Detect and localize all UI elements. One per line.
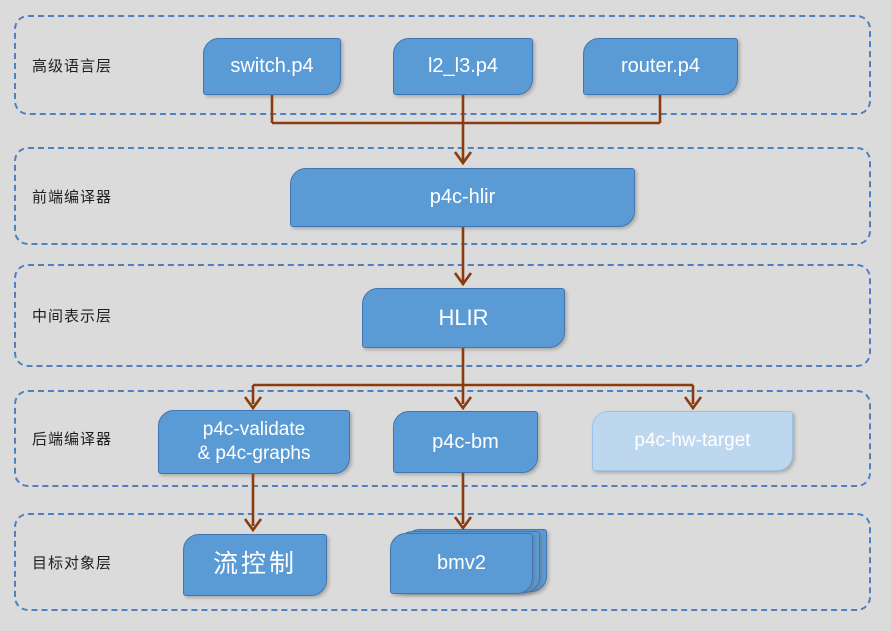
node-l2-l3-p4: l2_l3.p4 xyxy=(393,38,533,95)
node-router-p4: router.p4 xyxy=(583,38,738,95)
node-label: p4c-hw-target xyxy=(634,430,751,452)
layer-label: 前端编译器 xyxy=(32,188,113,206)
node-label: bmv2 xyxy=(437,552,486,574)
layer-label: 高级语言层 xyxy=(32,57,113,75)
node-label-line2: & p4c-graphs xyxy=(197,443,311,464)
node-p4c-hw-target: p4c-hw-target xyxy=(592,411,793,471)
node-p4c-bm: p4c-bm xyxy=(393,411,538,473)
node-label: p4c-hlir xyxy=(429,186,496,208)
node-bmv2: bmv2 xyxy=(390,533,533,594)
node-hlir: HLIR xyxy=(362,288,565,348)
layer-label: 中间表示层 xyxy=(32,308,113,325)
node-label: p4c-bm xyxy=(432,430,499,453)
node-label: HLIR xyxy=(438,305,489,331)
node-label: l2_l3.p4 xyxy=(427,55,499,77)
node-label: 流控制 xyxy=(212,550,297,579)
node-p4c-hlir: p4c-hlir xyxy=(290,168,635,227)
node-label: router.p4 xyxy=(621,55,700,77)
node-switch-p4: switch.p4 xyxy=(203,38,341,95)
node-p4c-validate-graphs: p4c-validate & p4c-graphs xyxy=(158,410,350,474)
node-flow-control: 流控制 xyxy=(183,534,327,596)
node-label-line1: p4c-validate xyxy=(202,419,306,441)
node-label: switch.p4 xyxy=(230,55,314,77)
layer-label: 目标对象层 xyxy=(32,554,113,572)
layer-target-object: 目标对象层 xyxy=(14,513,871,611)
layer-label: 后端编译器 xyxy=(32,431,113,448)
